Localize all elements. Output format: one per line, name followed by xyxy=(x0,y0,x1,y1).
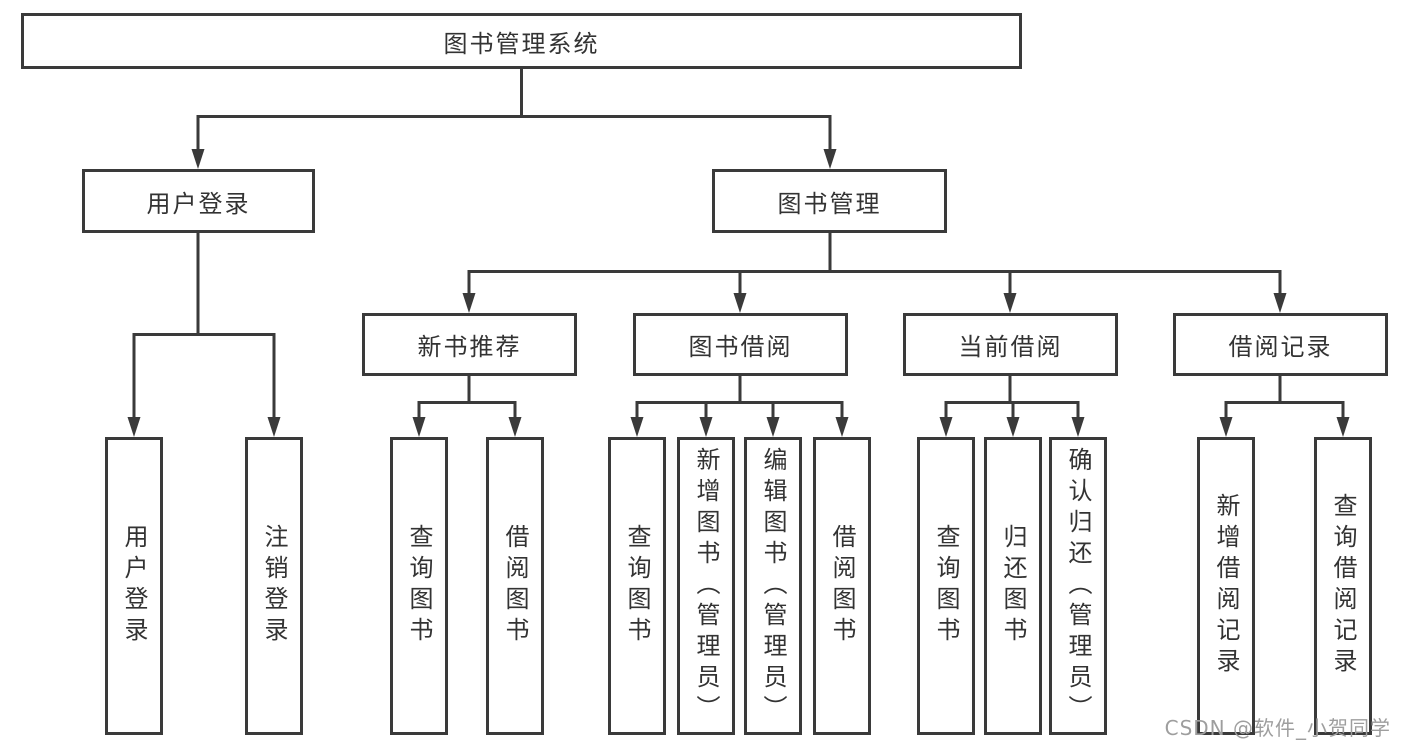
connector-current-borrow-to-leaves xyxy=(939,376,1085,437)
leaf-query-book: 查询图书 xyxy=(917,437,975,735)
node-new-book-recommend-label: 新书推荐 xyxy=(417,333,522,361)
leaf-borrow-book: 借阅图书 xyxy=(813,437,871,735)
leaf-add-book-admin: 新增图书（管理员） xyxy=(677,437,735,735)
node-current-borrow-label: 当前借阅 xyxy=(958,333,1063,361)
node-new-book-recommend: 新书推荐 xyxy=(362,313,577,376)
leaf-logout: 注销登录 xyxy=(245,437,303,735)
node-book-borrow: 图书借阅 xyxy=(633,313,848,376)
arrowhead-down-icon xyxy=(733,293,747,313)
arrowhead-down-icon xyxy=(1219,417,1233,437)
leaf-confirm-return-admin: 确认归还（管理员） xyxy=(1049,437,1107,735)
connector-new-book-to-leaves xyxy=(412,376,522,437)
arrowhead-down-icon xyxy=(766,417,780,437)
arrowhead-down-icon xyxy=(1336,417,1350,437)
arrowhead-down-icon xyxy=(412,417,426,437)
arrowhead-down-icon xyxy=(191,149,205,169)
leaf-add-borrow-record: 新增借阅记录 xyxy=(1197,437,1255,735)
node-user-login-label: 用户登录 xyxy=(146,189,251,218)
connector-user-login-to-leaves xyxy=(127,233,281,437)
connector-book-management-to-level3 xyxy=(462,233,1287,313)
node-borrow-records: 借阅记录 xyxy=(1173,313,1388,376)
connector-book-borrow-to-leaves xyxy=(630,376,849,437)
arrowhead-down-icon xyxy=(1273,293,1287,313)
csdn-watermark: CSDN @软件_小贺同学 xyxy=(1164,716,1391,740)
connector-borrow-records-to-leaves xyxy=(1219,376,1350,437)
arrowhead-down-icon xyxy=(1071,417,1085,437)
arrowhead-down-icon xyxy=(939,417,953,437)
node-current-borrow: 当前借阅 xyxy=(903,313,1118,376)
arrowhead-down-icon xyxy=(630,417,644,437)
arrowhead-down-icon xyxy=(1003,293,1017,313)
leaf-edit-book-admin: 编辑图书（管理员） xyxy=(744,437,802,735)
leaf-query-book: 查询图书 xyxy=(390,437,448,735)
arrowhead-down-icon xyxy=(508,417,522,437)
leaf-borrow-book: 借阅图书 xyxy=(486,437,544,735)
arrowhead-down-icon xyxy=(699,417,713,437)
node-borrow-records-label: 借阅记录 xyxy=(1228,333,1333,361)
node-book-borrow-label: 图书借阅 xyxy=(688,333,793,361)
arrowhead-down-icon xyxy=(835,417,849,437)
leaf-return-book: 归还图书 xyxy=(984,437,1042,735)
node-root-label: 图书管理系统 xyxy=(443,29,600,58)
connector-root-to-level2 xyxy=(191,69,837,169)
arrowhead-down-icon xyxy=(462,293,476,313)
node-book-management: 图书管理 xyxy=(712,169,947,233)
arrowhead-down-icon xyxy=(127,417,141,437)
arrowhead-down-icon xyxy=(1006,417,1020,437)
arrowhead-down-icon xyxy=(823,149,837,169)
node-root: 图书管理系统 xyxy=(21,13,1022,69)
leaf-query-book: 查询图书 xyxy=(608,437,666,735)
node-book-management-label: 图书管理 xyxy=(777,189,882,218)
node-user-login: 用户登录 xyxy=(82,169,315,233)
leaf-user-login: 用户登录 xyxy=(105,437,163,735)
leaf-query-borrow-record: 查询借阅记录 xyxy=(1314,437,1372,735)
arrowhead-down-icon xyxy=(267,417,281,437)
